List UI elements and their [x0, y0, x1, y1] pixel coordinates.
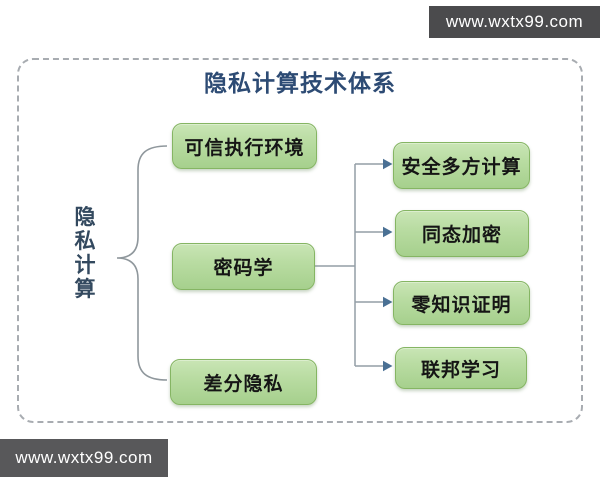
node-zero-knowledge-proof: 零知识证明 [393, 281, 530, 325]
node-differential-privacy: 差分隐私 [170, 359, 317, 405]
node-homomorphic-encryption: 同态加密 [395, 210, 529, 257]
diagram-frame [17, 58, 583, 423]
node-federated-learning: 联邦学习 [395, 347, 527, 389]
node-cryptography: 密码学 [172, 243, 315, 290]
node-trusted-execution-environment: 可信执行环境 [172, 123, 317, 169]
root-node-label: 隐私计算 [74, 206, 96, 301]
watermark-top: www.wxtx99.com [429, 6, 600, 38]
watermark-top-text: www.wxtx99.com [445, 12, 584, 31]
watermark-bottom: www.wxtx99.com [0, 439, 168, 477]
node-secure-multiparty-computation: 安全多方计算 [393, 142, 530, 189]
diagram-title: 隐私计算技术体系 [204, 70, 396, 96]
watermark-bottom-text: www.wxtx99.com [15, 448, 153, 467]
